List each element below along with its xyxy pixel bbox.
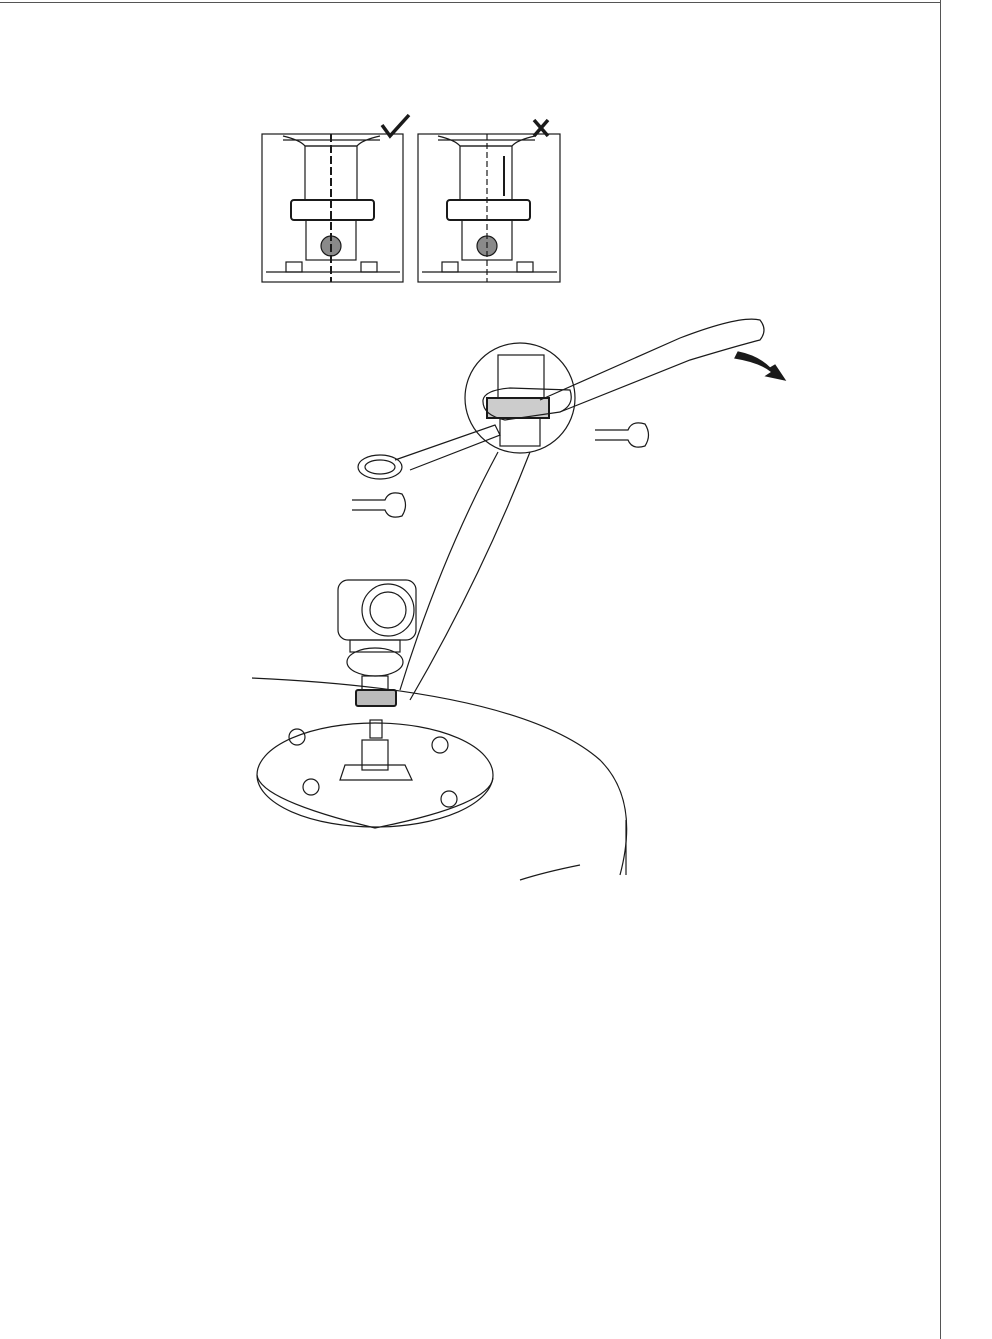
panel-incorrect-alignment [417, 118, 561, 283]
cross-mark-icon [532, 118, 550, 138]
rotation-arrow-icon [734, 351, 787, 381]
page-top-rule [0, 2, 940, 3]
tank [251, 677, 628, 881]
panel-correct-alignment [261, 113, 411, 283]
open-end-wrench-icon [595, 422, 650, 448]
open-end-wrench-icon [352, 492, 407, 518]
check-mark-icon [380, 113, 411, 139]
transmitter [337, 579, 417, 707]
torque-wrench-icon [482, 318, 765, 421]
page-right-rule [940, 0, 941, 1339]
ring-wrench-icon [357, 424, 501, 480]
